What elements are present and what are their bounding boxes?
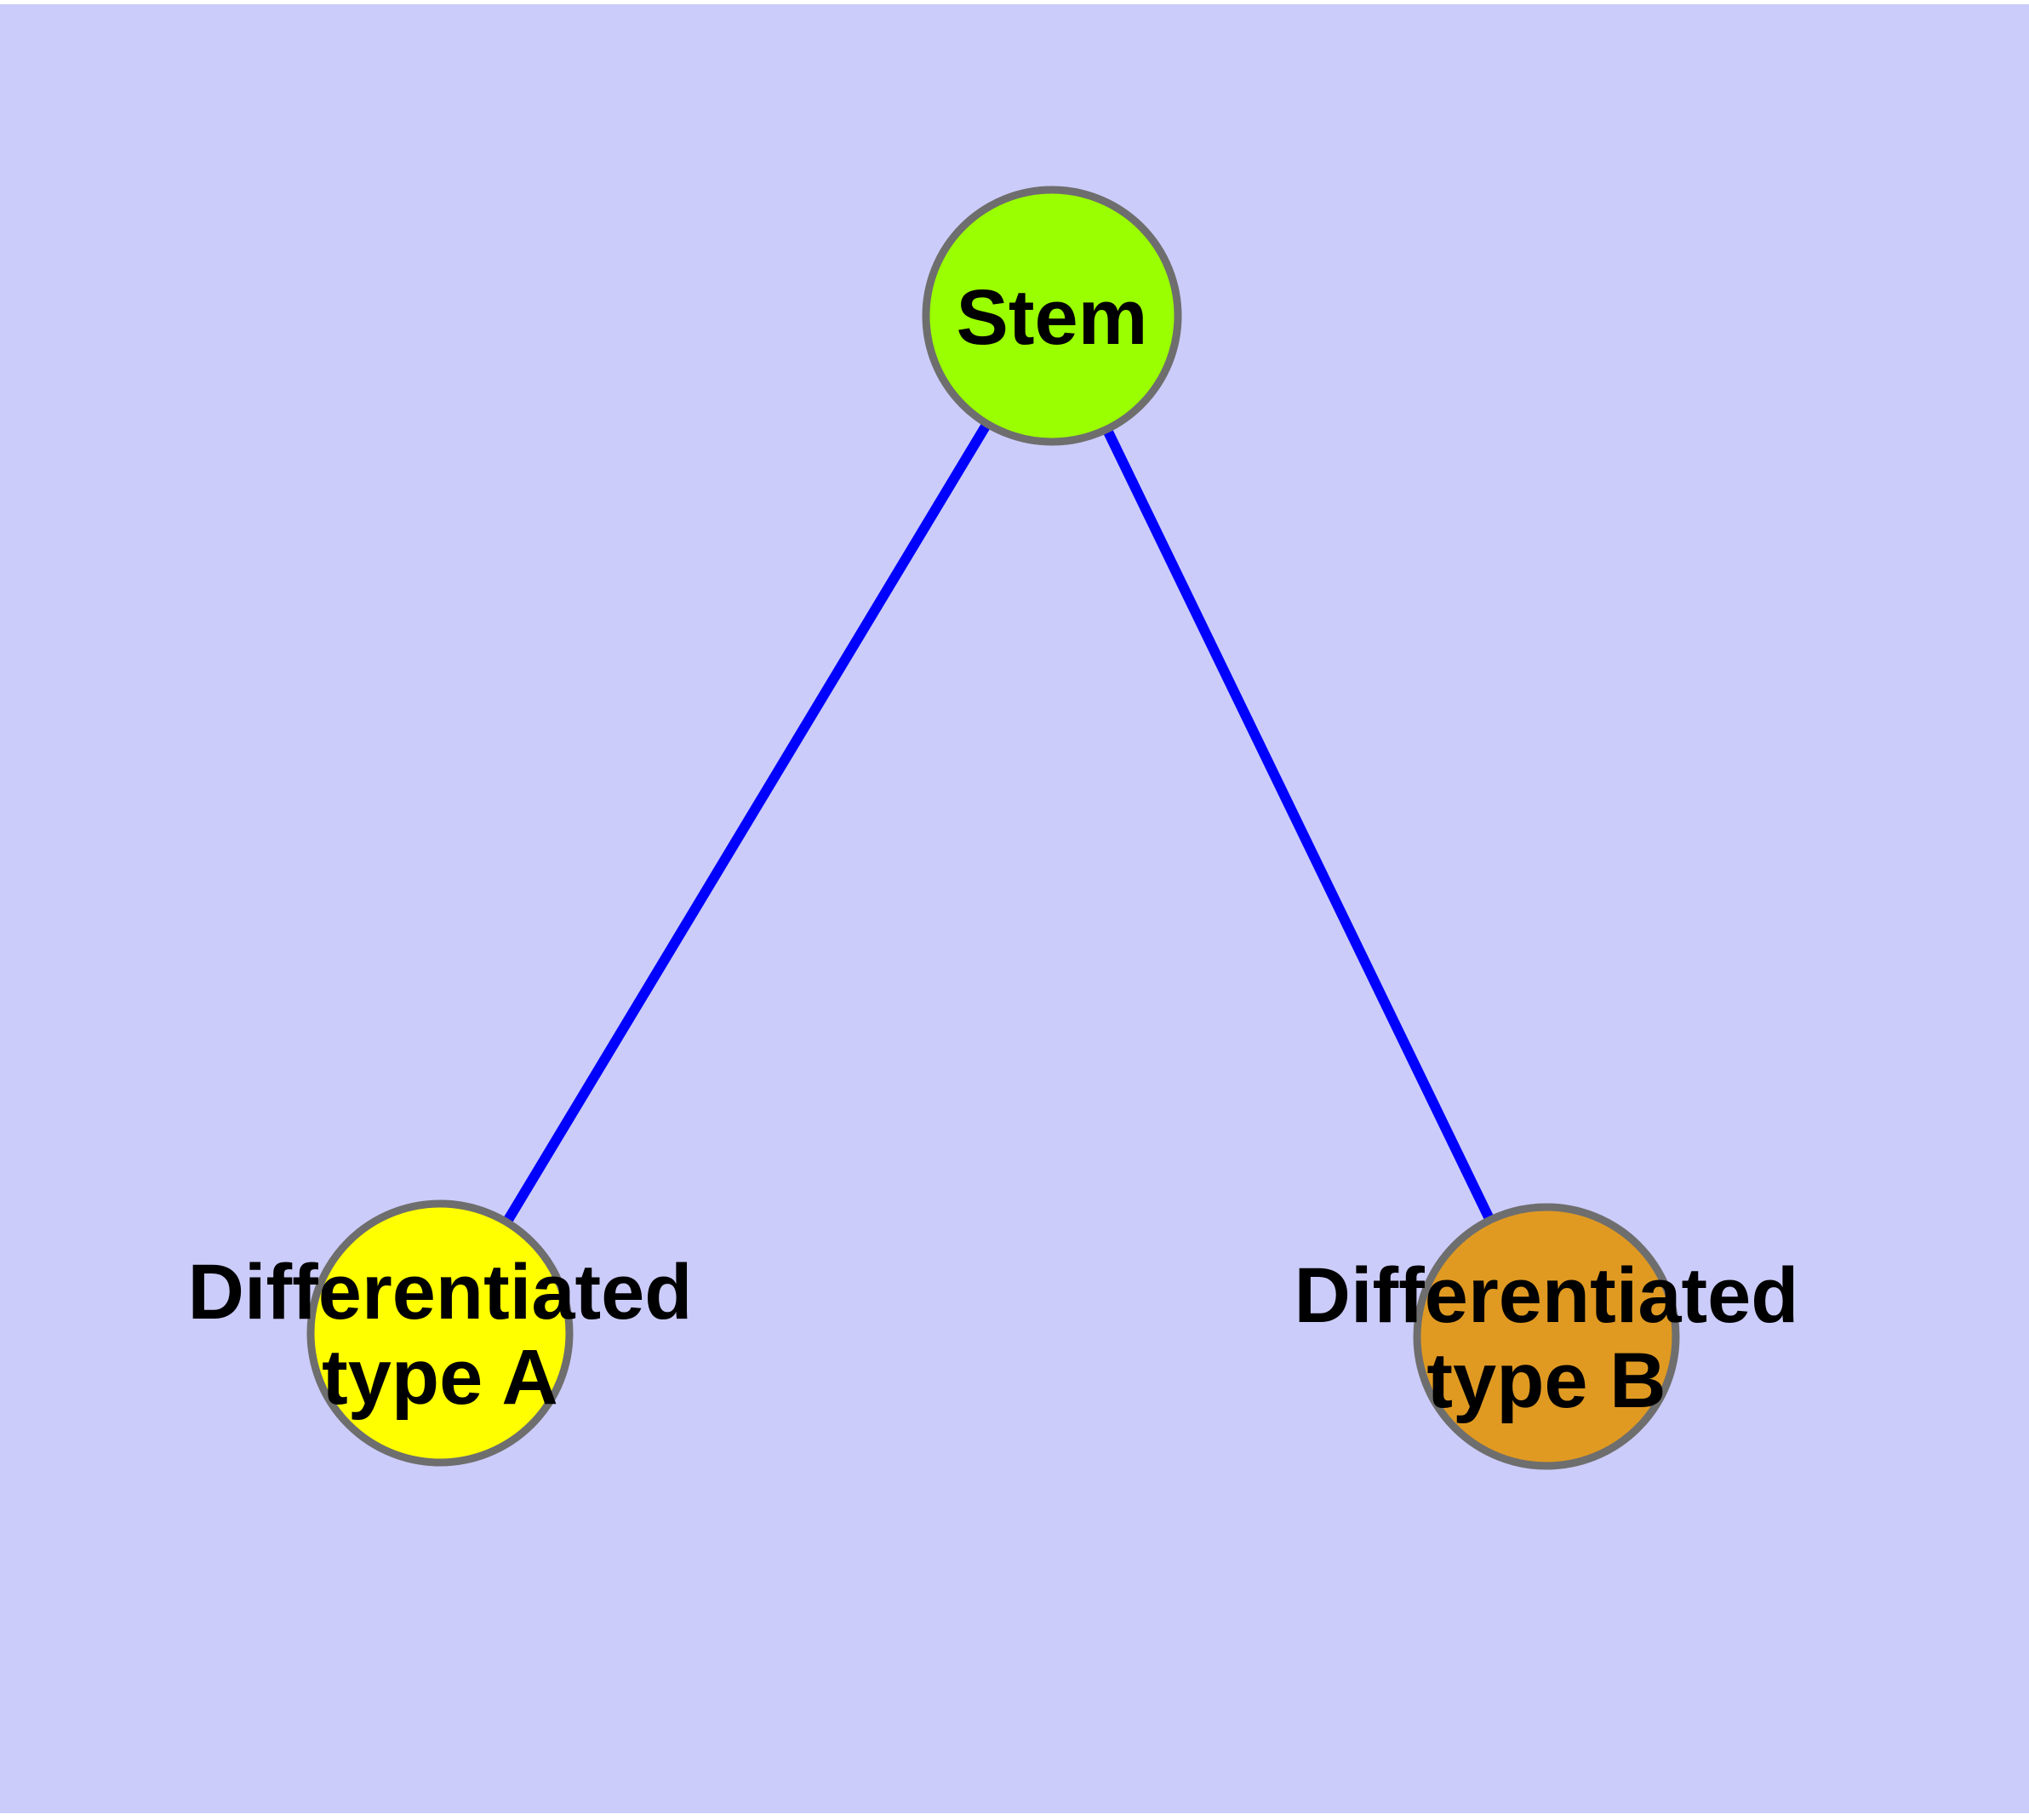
node-label-line: type B <box>1426 1337 1666 1424</box>
node-diff_b[interactable] <box>1413 1203 1680 1470</box>
node-label-line: type A <box>322 1334 558 1421</box>
node-label-line: Differentiated <box>1295 1252 1799 1339</box>
edge-stem-diff-a <box>502 421 992 1225</box>
node-stem[interactable] <box>922 186 1182 446</box>
node-label-stem: Stem <box>957 274 1148 361</box>
node-label-line: Stem <box>957 274 1148 361</box>
edge-stem-diff-b <box>1102 426 1495 1222</box>
edges-layer <box>502 421 1495 1225</box>
nodes-layer <box>306 186 1680 1470</box>
node-diff_a[interactable] <box>306 1199 574 1467</box>
node-label-line: Differentiated <box>188 1249 693 1336</box>
